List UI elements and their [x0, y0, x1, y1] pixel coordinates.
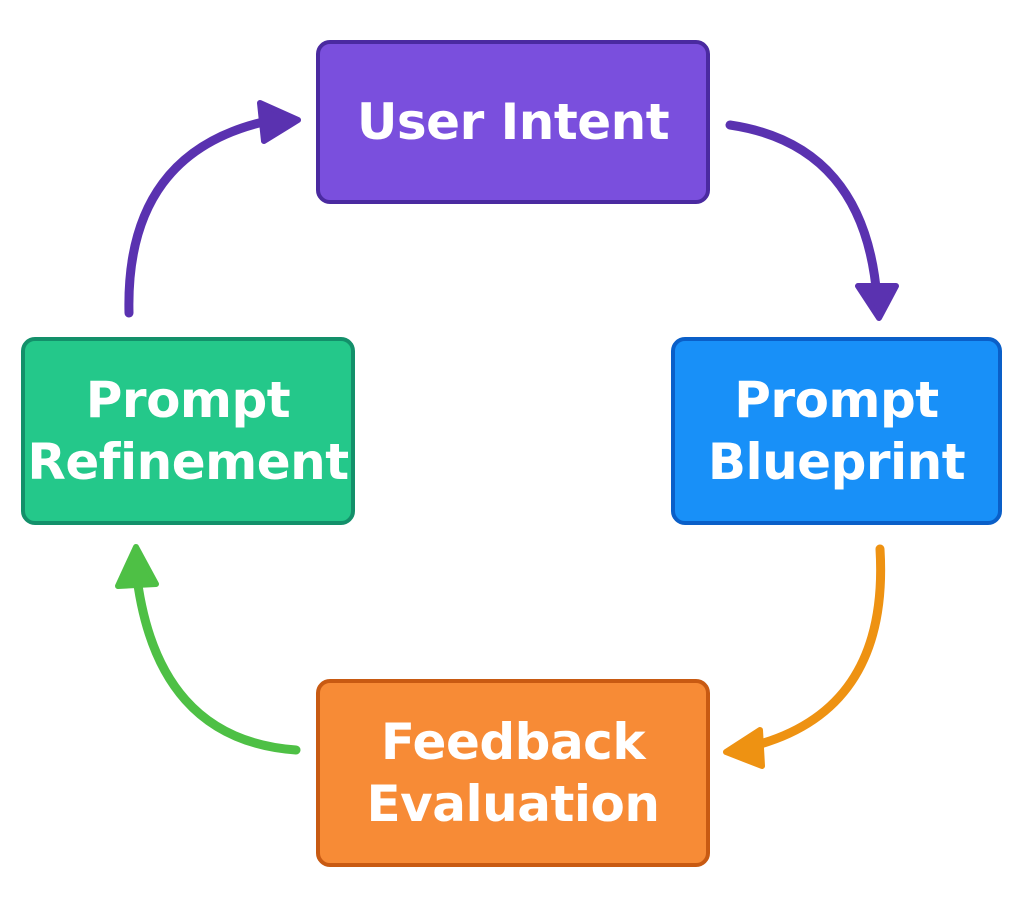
node-feedback-evaluation-label-line2: Evaluation — [366, 775, 660, 833]
arrow-blueprint-to-feedback — [740, 544, 886, 753]
node-prompt-refinement-label-line2: Refinement — [27, 433, 349, 491]
node-prompt-blueprint-label-line1: Prompt — [734, 371, 939, 429]
arrowhead-intent-to-blueprint — [855, 283, 899, 321]
node-user-intent: User Intent — [316, 40, 710, 204]
arrowhead-feedback-to-refinement — [115, 544, 159, 589]
node-prompt-blueprint-label-line2: Blueprint — [707, 433, 966, 491]
node-prompt-blueprint: Prompt Blueprint — [671, 337, 1002, 525]
arrowhead-refinement-to-intent — [257, 100, 301, 144]
arrow-intent-to-blueprint — [725, 120, 882, 303]
node-feedback-evaluation-label-line1: Feedback — [380, 713, 646, 771]
node-user-intent-label: User Intent — [356, 93, 670, 151]
node-prompt-refinement-label-line1: Prompt — [85, 371, 291, 429]
node-feedback-evaluation: Feedback Evaluation — [316, 679, 710, 867]
arrow-feedback-to-refinement — [131, 565, 301, 755]
arrowhead-blueprint-to-feedback — [723, 727, 765, 769]
node-prompt-refinement: Prompt Refinement — [21, 337, 355, 525]
arrow-refinement-to-intent — [124, 115, 277, 318]
